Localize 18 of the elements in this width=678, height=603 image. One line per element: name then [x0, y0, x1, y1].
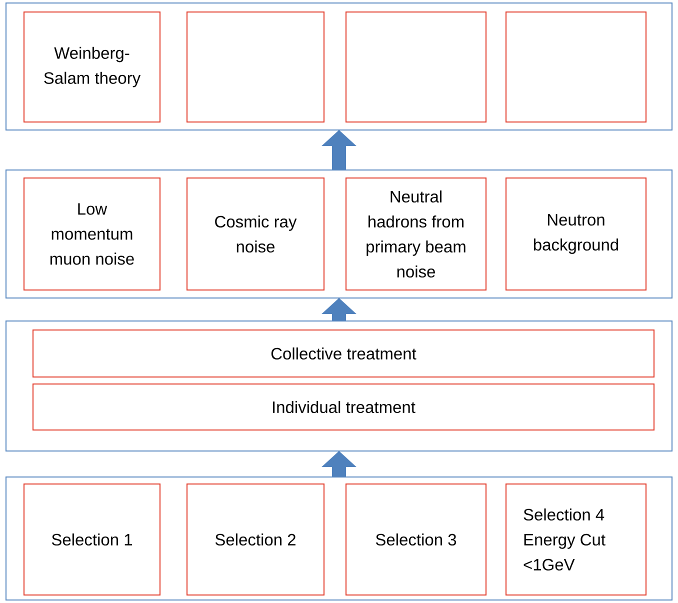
- panel: [6, 476, 672, 600]
- label-box: Cosmic ray noise: [186, 178, 324, 290]
- label-box: Weinberg-Salam theory: [24, 12, 160, 122]
- label-box: Selection 2: [186, 484, 324, 596]
- label-box: Individual treatment: [32, 384, 654, 430]
- label-box: Selection 3: [346, 484, 486, 596]
- empty-box: [346, 12, 486, 122]
- label-box: Neutron background: [506, 178, 646, 290]
- label-box: Selection 1: [24, 484, 160, 596]
- label-box: Neutral hadrons from primary beam noise: [346, 178, 486, 290]
- label-box: Low momentum muon noise: [24, 178, 160, 290]
- panel: [6, 170, 672, 298]
- panel: [6, 2, 672, 130]
- empty-box: [186, 12, 324, 122]
- empty-box: [506, 12, 646, 122]
- label-box: Collective treatment: [32, 330, 654, 378]
- label-box: Selection 4 Energy Cut <1GeV: [506, 484, 646, 596]
- panel: [6, 320, 672, 452]
